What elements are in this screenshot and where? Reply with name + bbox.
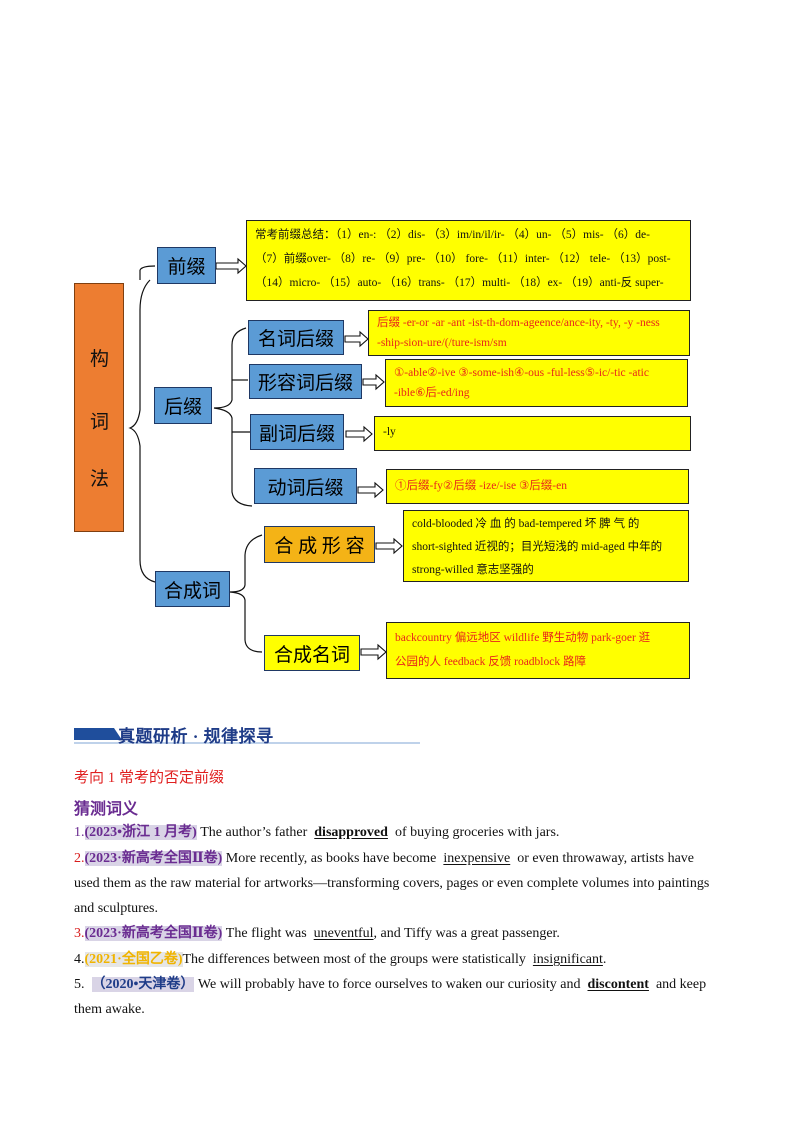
q5-before: We will probably have to force ourselves… [194, 977, 588, 992]
q5-after: and keep [648, 977, 707, 992]
question-2-line-3: and sculptures. [74, 901, 158, 916]
prefix-line-1: 常考前缀总结：（1）en-: （2）dis- （3）im/in/il/ir- （… [255, 229, 650, 241]
question-5-line-2: them awake. [74, 1002, 145, 1017]
leaf-prefix-list: 常考前缀总结：（1）en-: （2）dis- （3）im/in/il/ir- （… [246, 220, 691, 301]
question-3: 3.(2023·新高考全国Ⅱ卷) The flight was uneventf… [74, 925, 560, 943]
arrow-comp-noun [360, 643, 387, 661]
adv-suffix-text: -ly [383, 426, 396, 438]
leaf-adj-suffix: ①-able②-ive ③-some-ish④-ous -ful-less⑤-i… [385, 359, 688, 407]
banner-bar-shape [74, 728, 420, 744]
leaf-noun-suffix: 后缀 -er-or -ar -ant -ist-th-dom-ageence/a… [368, 310, 690, 356]
arrow-adv [345, 425, 373, 443]
node-noun-suffix: 名词后缀 [248, 320, 344, 355]
leaf-verb-suffix: ①后缀-fy②后缀 -ize/-ise ③后缀-en [386, 469, 689, 504]
compound-brace [229, 534, 263, 653]
q2-source: (2023·新高考全国Ⅱ卷) [84, 851, 223, 866]
suffix-brace [213, 327, 253, 507]
question-2-line-2: used them as the raw material for artwor… [74, 876, 710, 891]
question-1: 1.(2023•浙江 1 月考) The author’s father dis… [74, 824, 559, 842]
arrow-adj [362, 373, 385, 391]
leaf-compound-adj: cold-blooded 冷 血 的 bad-tempered 坏 脾 气 的 … [403, 510, 689, 582]
q1-source: (2023•浙江 1 月考) [84, 825, 197, 840]
question-5: 5. （2020•天津卷） We will probably have to f… [74, 976, 706, 994]
root-brace [128, 279, 156, 583]
q3-source: (2023·新高考全国Ⅱ卷) [84, 926, 223, 941]
root-node-word-formation: 构 词 法 [74, 283, 124, 532]
arrow-verb [357, 481, 384, 499]
compound-adj-line-1: cold-blooded 冷 血 的 bad-tempered 坏 脾 气 的 [412, 518, 640, 530]
arrow-comp-adj [375, 537, 403, 555]
banner-title: 真题研析 · 规律探寻 [118, 727, 274, 746]
node-prefix: 前缀 [157, 247, 216, 284]
q3-after: , and Tiffy was a great passenger. [373, 926, 560, 941]
node-suffix: 后缀 [154, 387, 212, 424]
q5-number: 5. [74, 977, 85, 992]
root-char-2: 词 [90, 412, 110, 433]
q4-source: (2021·全国乙卷) [84, 952, 183, 967]
arrow-noun [344, 330, 369, 348]
compound-adj-line-2: short-sighted 近视的；目光短浅的 mid-aged 中年的 [412, 541, 663, 553]
q5-target-word: discontent [587, 977, 649, 992]
question-4: 4.(2021·全国乙卷)The differences between mos… [74, 951, 606, 969]
prefix-line-2: （7）前缀over- （8）re- （9）pre- （10） fore- （11… [255, 253, 671, 265]
q5-source: （2020•天津卷） [91, 977, 195, 992]
q1-number: 1. [74, 825, 85, 840]
leaf-compound-noun: backcountry 偏远地区 wildlife 野生动物 park-goer… [386, 622, 690, 679]
noun-suffix-line-2: -ship-sion-ure/(/ture-ism/sm [377, 337, 507, 349]
root-char-3: 法 [90, 469, 110, 490]
adj-suffix-line-1: ①-able②-ive ③-some-ish④-ous -ful-less⑤-i… [394, 367, 649, 379]
diagram-connectors [128, 257, 403, 661]
section-banner: 真题研析 · 规律探寻 [74, 722, 420, 746]
q2-before: More recently, as books have become [222, 851, 444, 866]
prefix-line-3: （14）micro- （15）auto- （16）trans- （17）mult… [255, 277, 664, 289]
q1-target-word: disapproved [314, 825, 388, 840]
q4-target-word: insignificant [532, 952, 603, 967]
node-compound-noun: 合成名词 [264, 635, 360, 671]
arrow-prefix [215, 257, 247, 275]
node-compound-adj: 合 成 形 容 [264, 526, 375, 563]
q4-number: 4. [74, 952, 85, 967]
root-char-1: 构 [90, 349, 110, 370]
noun-suffix-line-1: 后缀 -er-or -ar -ant -ist-th-dom-ageence/a… [377, 317, 660, 329]
compound-noun-line-1: backcountry 偏远地区 wildlife 野生动物 park-goer… [395, 632, 651, 644]
q4-after: . [602, 952, 607, 967]
q4-before: The differences between most of the grou… [182, 952, 533, 967]
question-2: 2.(2023·新高考全国Ⅱ卷) More recently, as books… [74, 850, 694, 868]
q1-before: The author’s father [196, 825, 315, 840]
q2-number: 2. [74, 851, 85, 866]
q3-target-word: uneventful [313, 926, 374, 941]
q3-number: 3. [74, 926, 85, 941]
node-adv-suffix: 副词后缀 [250, 414, 344, 450]
leaf-adv-suffix: -ly [374, 416, 691, 451]
compound-adj-line-3: strong-willed 意志坚强的 [412, 564, 534, 576]
q2-target-word: inexpensive [443, 851, 511, 866]
node-adj-suffix: 形容词后缀 [249, 364, 362, 399]
direction-heading: 考向 1 常考的否定前缀 [74, 770, 225, 786]
compound-noun-line-2: 公园的人 feedback 反馈 roadblock 路障 [395, 656, 586, 668]
q3-before: The flight was [222, 926, 314, 941]
q1-after: of buying groceries with jars. [387, 825, 560, 840]
verb-suffix-text: ①后缀-fy②后缀 -ize/-ise ③后缀-en [395, 480, 567, 492]
adj-suffix-line-2: -ible⑥后-ed/ing [394, 387, 470, 399]
node-compound: 合成词 [155, 571, 230, 607]
guess-meaning-heading: 猜测词义 [74, 801, 139, 818]
node-verb-suffix: 动词后缀 [254, 468, 357, 504]
q2-after: or even throwaway, artists have [510, 851, 694, 866]
